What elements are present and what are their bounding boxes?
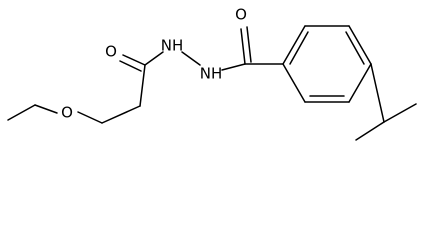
ring-double-1 xyxy=(289,31,309,65)
ring-bond-6 xyxy=(282,63,306,103)
atom-ether-oxygen: O xyxy=(61,104,73,122)
bond-nh-nh xyxy=(181,51,201,66)
bond-ch-ch3-right xyxy=(383,103,417,123)
bond-carbonyl-left-nh xyxy=(144,51,164,66)
atom-amide-oxygen-right: O xyxy=(235,6,247,24)
bond-ch2-carbonyl-left xyxy=(139,64,146,107)
bond-carbonyl-left-double-b xyxy=(119,60,142,72)
ring-bond-4 xyxy=(348,63,372,103)
atom-nh-left: NH xyxy=(161,37,184,55)
ring-bond-1 xyxy=(282,25,306,65)
bond-ch3-ch2 xyxy=(7,104,36,121)
bond-carbonyl-right-double-a xyxy=(240,28,246,65)
bond-oether-ch2 xyxy=(77,111,103,124)
structure-diagram: O O NH NH O xyxy=(7,6,417,141)
ring-bond-3 xyxy=(348,25,372,65)
atom-amide-oxygen-left: O xyxy=(105,43,117,61)
bond-nh-carbonyl-right xyxy=(221,63,246,71)
molecule-drawing: O O NH NH O xyxy=(7,6,417,141)
bond-ch2-oether xyxy=(34,104,58,114)
bond-ch-ch3-left xyxy=(355,121,385,141)
bond-carbonyl-right-double-b xyxy=(246,26,252,63)
atom-nh-right: NH xyxy=(200,65,223,83)
bond-ch2-ch2 xyxy=(101,105,141,124)
bond-carbonyl-left-double-a xyxy=(122,54,146,66)
ring-double-2 xyxy=(345,31,365,65)
bond-ring-ch xyxy=(370,63,385,123)
